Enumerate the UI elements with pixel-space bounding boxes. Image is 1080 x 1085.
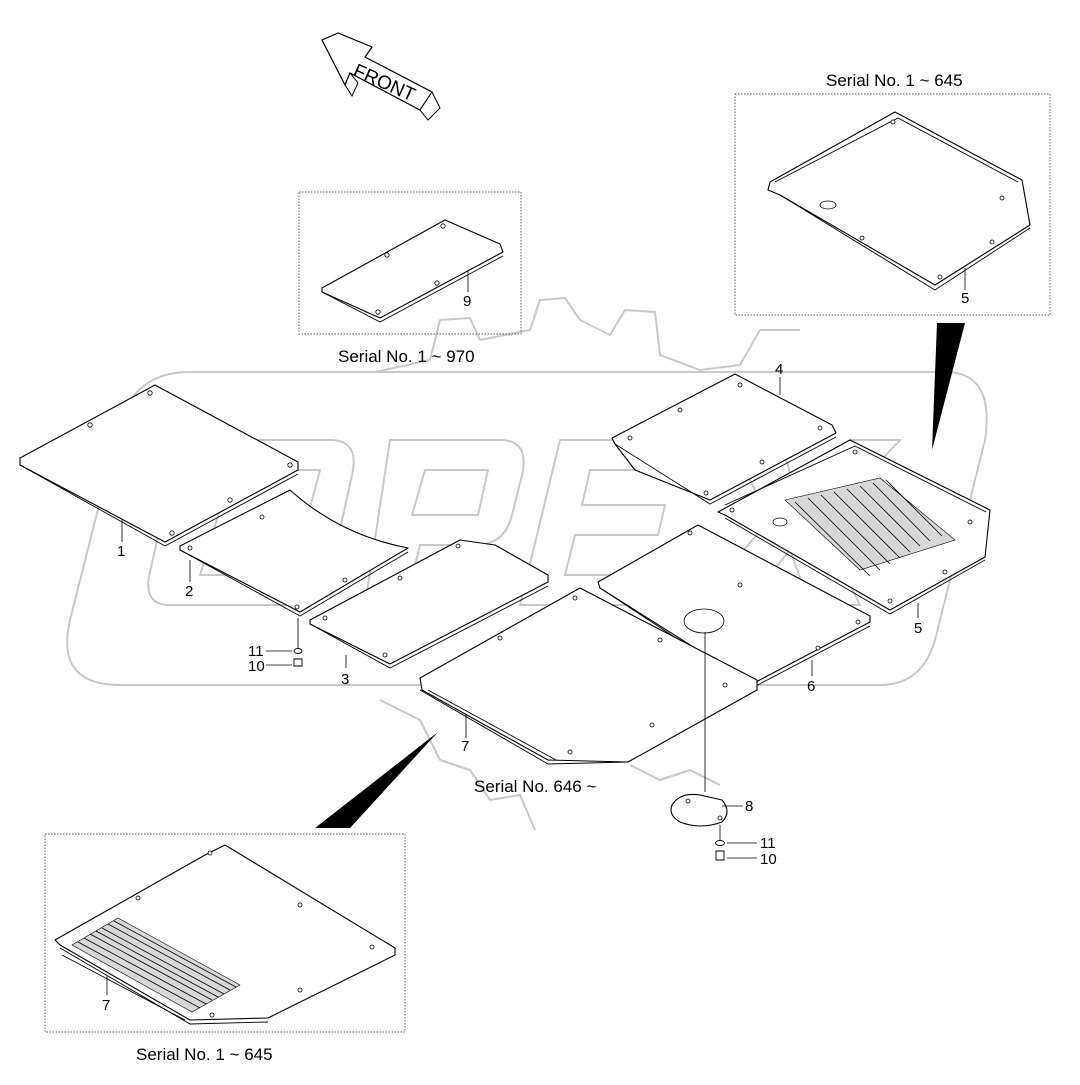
callout-5-inset: 5 — [961, 290, 969, 307]
callout-10-left: 10 — [248, 658, 265, 675]
vent-grille-main — [784, 477, 956, 577]
callout-10-right: 10 — [760, 851, 777, 868]
part-5-plate-early — [767, 111, 1031, 286]
part-1-plate: 1 — [19, 384, 299, 560]
callout-6: 6 — [807, 678, 815, 695]
part-2-plate: 2 — [179, 489, 409, 617]
inset-part-7: 7 Serial No. 1 ~ 645 — [44, 833, 406, 1064]
part-8-cover: 8 11 10 — [670, 632, 777, 868]
callout-3: 3 — [341, 671, 349, 688]
bolt-icon — [293, 658, 303, 667]
caption-serial-9: Serial No. 1 ~ 970 — [338, 347, 475, 366]
inset-frame — [44, 833, 406, 1033]
callout-5-main: 5 — [914, 620, 922, 637]
callout-8: 8 — [745, 798, 753, 815]
front-direction-arrow-icon: FRONT — [321, 32, 441, 121]
washer-icon — [715, 840, 725, 846]
part-3-plate: 3 — [309, 539, 549, 688]
caption-serial-7: Serial No. 1 ~ 645 — [136, 1045, 273, 1064]
part-4-plate: 4 — [611, 361, 837, 505]
callout-2: 2 — [185, 583, 193, 600]
inset-pointer-5 — [932, 323, 965, 450]
inset-pointer-7 — [315, 732, 438, 828]
part-7-plate-main: 7 Serial No. 646 ~ — [419, 587, 758, 796]
bolt-icon — [715, 850, 725, 861]
callout-11-left: 11 — [248, 643, 264, 660]
part-9-plate — [321, 219, 504, 319]
left-bolt-washer: 11 10 — [248, 618, 303, 675]
washer-icon — [293, 648, 303, 654]
inset-frame — [734, 93, 1051, 316]
inset-part-9: 9 Serial No. 1 ~ 970 — [298, 191, 522, 366]
callout-9: 9 — [463, 293, 471, 310]
inset-part-5: Serial No. 1 ~ 645 5 — [734, 71, 1051, 316]
vent-grille-inset — [71, 917, 241, 1013]
inset-frame — [298, 191, 522, 335]
callout-7-inset: 7 — [102, 997, 110, 1014]
callout-11-right: 11 — [760, 835, 776, 852]
callout-4: 4 — [775, 361, 783, 378]
callout-1: 1 — [117, 543, 125, 560]
caption-serial-main: Serial No. 646 ~ — [474, 777, 596, 796]
part-5-plate-main: 5 — [717, 439, 991, 637]
part-6-plate: 6 — [597, 524, 871, 695]
callout-7-main: 7 — [461, 738, 469, 755]
caption-serial-5: Serial No. 1 ~ 645 — [826, 71, 963, 90]
